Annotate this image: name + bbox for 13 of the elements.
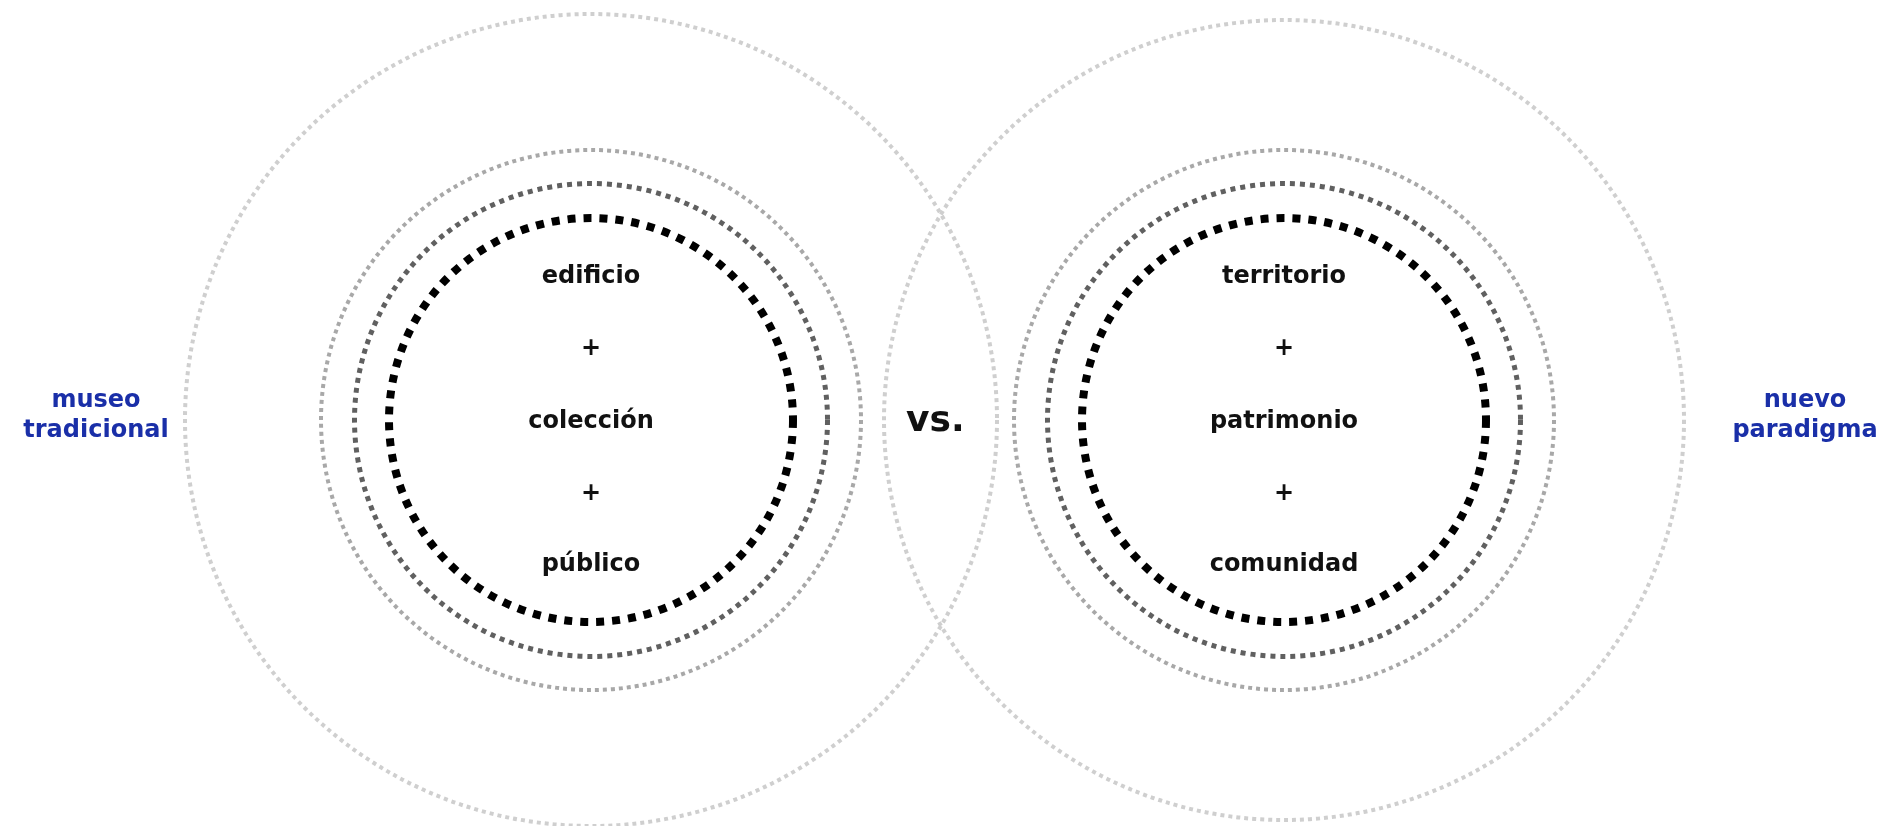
plus-sign: + bbox=[1272, 478, 1296, 506]
side-heading: museo tradicional bbox=[22, 384, 170, 444]
plus-sign: + bbox=[579, 478, 603, 506]
concept-label: comunidad bbox=[1208, 549, 1360, 577]
concept-label: territorio bbox=[1220, 261, 1348, 289]
concept-label: colección bbox=[527, 406, 655, 434]
plus-sign: + bbox=[579, 333, 603, 361]
versus-label: vs. bbox=[906, 398, 965, 439]
concept-label: público bbox=[540, 549, 642, 577]
plus-sign: + bbox=[1272, 333, 1296, 361]
concept-label: edificio bbox=[540, 261, 642, 289]
side-heading: nuevo paradigma bbox=[1731, 384, 1879, 444]
concept-label: patrimonio bbox=[1208, 406, 1360, 434]
